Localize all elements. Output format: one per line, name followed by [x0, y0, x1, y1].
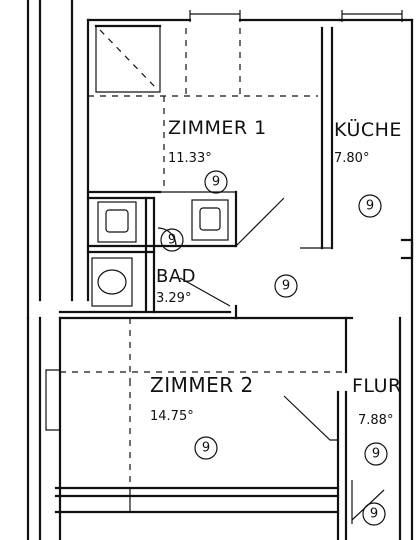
dashed-lines: [60, 28, 346, 488]
room-name-zimmer2: ZIMMER 2: [150, 373, 254, 397]
room-name-flur: FLUR: [352, 375, 402, 397]
marker-label-kueche: 9: [366, 199, 374, 214]
marker-circle: [274, 274, 298, 298]
marker-label-zimmer1: 9: [212, 175, 220, 190]
walls: [26, 0, 414, 540]
circle-markers: 9 9 9 9 9 9 9: [160, 170, 388, 526]
room-area-flur: 7.88°: [358, 413, 393, 428]
room-name-zimmer1: ZIMMER 1: [168, 117, 267, 139]
marker-label-flur: 9: [372, 447, 380, 462]
room-area-kueche: 7.80°: [334, 151, 369, 166]
marker-circle: [194, 436, 218, 460]
room-area-zimmer1: 11.33°: [168, 151, 212, 166]
marker-circle: [358, 194, 382, 218]
room-area-zimmer2: 14.75°: [150, 409, 194, 424]
marker-label-bad: 9: [168, 233, 176, 248]
room-area-bad: 3.29°: [156, 291, 191, 306]
marker-label-hall: 9: [282, 279, 290, 294]
marker-circle: [204, 170, 228, 194]
fixtures: [91, 25, 385, 521]
marker-label-extra: 9: [370, 507, 378, 522]
marker-circle: [364, 442, 388, 466]
marker-circle: [160, 228, 184, 252]
room-name-bad: BAD: [156, 266, 196, 287]
marker-label-zimmer2: 9: [202, 441, 210, 456]
room-name-kueche: KÜCHE: [334, 118, 402, 141]
marker-circle: [362, 502, 386, 526]
room-labels: ZIMMER 1 11.33° KÜCHE 7.80° BAD 3.29° ZI…: [150, 117, 402, 428]
